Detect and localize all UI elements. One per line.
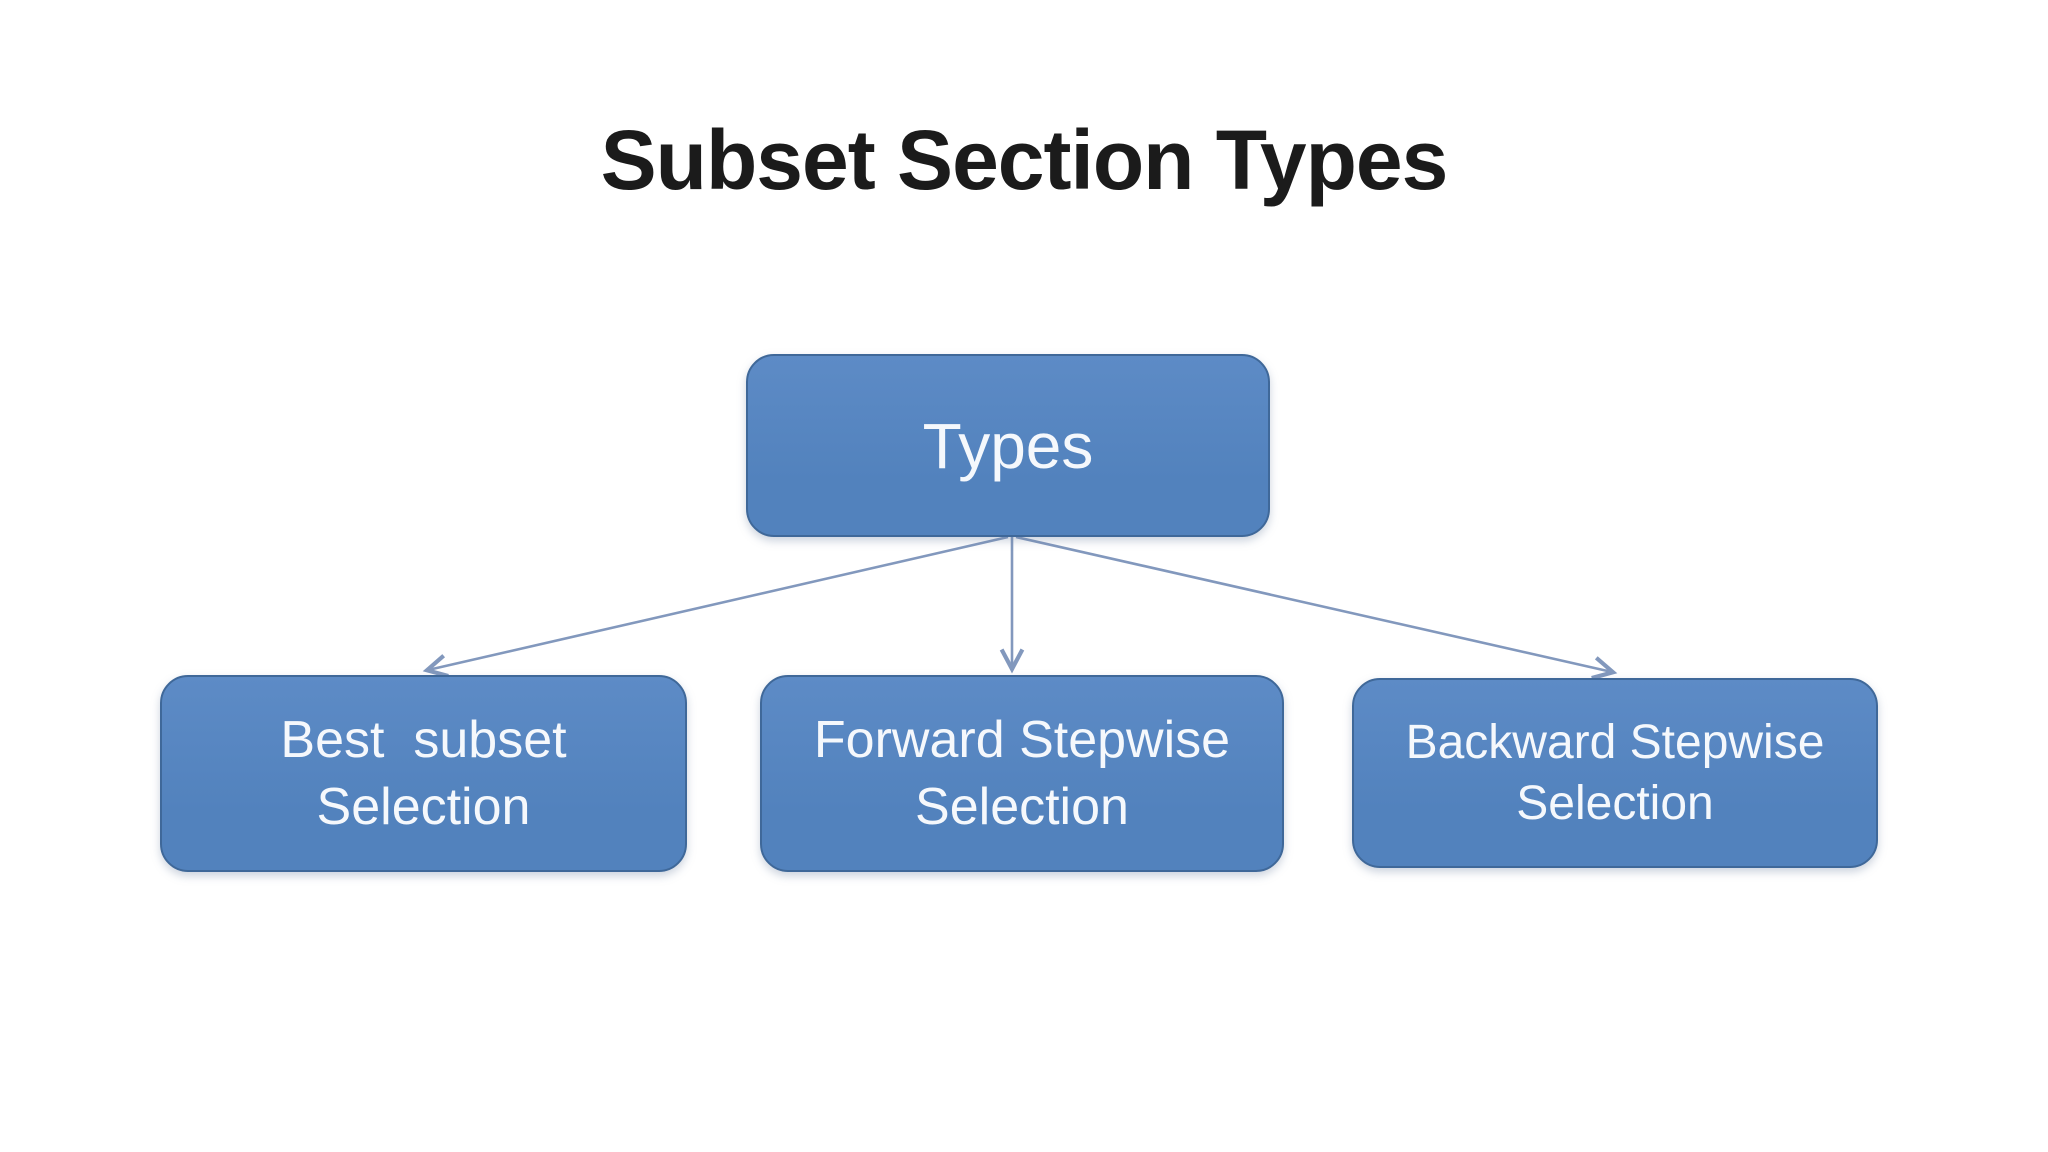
slide-title: Subset Section Types [600, 113, 1449, 207]
connector-arrow-right [1015, 535, 1618, 681]
node-types-label: Types [922, 409, 1094, 482]
node-best-subset-selection-label-line2: Selection [316, 777, 531, 836]
node-forward-stepwise-selection: Forward Stepwise Selection [760, 675, 1284, 872]
node-best-subset-selection: Best subset Selection [160, 675, 687, 872]
node-types: Types [746, 354, 1270, 537]
node-backward-stepwise-selection-label-line1: Backward Stepwise [1405, 715, 1825, 769]
connector-arrow-left [422, 535, 1009, 679]
node-backward-stepwise-selection-label-line2: Selection [1516, 777, 1714, 830]
node-forward-stepwise-selection-label-line1: Forward Stepwise [813, 710, 1231, 769]
node-backward-stepwise-selection: Backward Stepwise Selection [1352, 678, 1878, 868]
node-best-subset-selection-label-line1: Best subset [280, 710, 567, 769]
node-forward-stepwise-selection-label-line2: Selection [915, 777, 1129, 836]
